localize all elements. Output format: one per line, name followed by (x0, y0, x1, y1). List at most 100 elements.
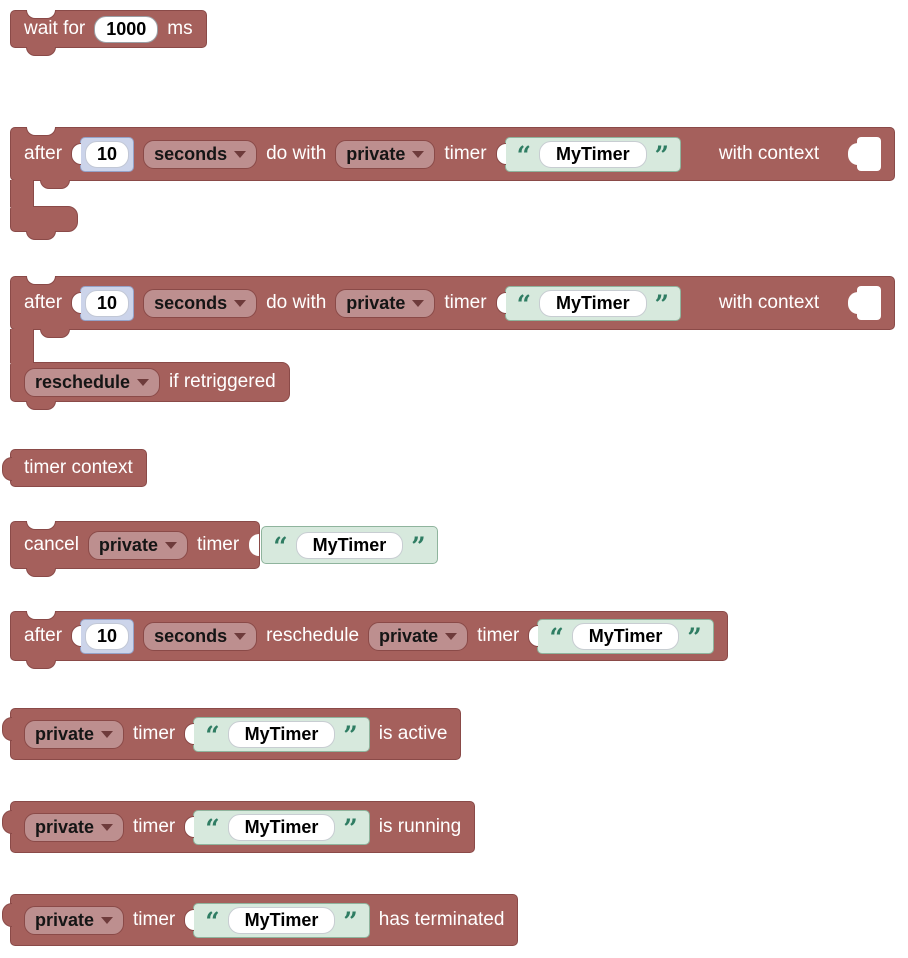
chevron-down-icon (101, 730, 114, 738)
timer-name-input: “ MyTimer ” (495, 285, 682, 321)
unit-dropdown-value: seconds (154, 292, 228, 313)
timer-name-input: “ MyTimer ” (528, 618, 714, 654)
timer-name-field[interactable]: MyTimer (295, 531, 404, 559)
statement-connector-bump (40, 180, 70, 189)
block-body[interactable]: cancel private timer (10, 521, 261, 577)
block-after-reschedule-timer[interactable]: after 10 seconds reschedule private time… (10, 611, 728, 669)
after-label: after (24, 143, 63, 164)
timer-name-input: “ MyTimer ” (495, 136, 682, 172)
timer-label: timer (133, 723, 176, 744)
block-cancel-timer[interactable]: cancel private timer “ MyTimer ” (10, 521, 438, 577)
chevron-down-icon (137, 378, 150, 386)
timer-name-field[interactable]: MyTimer (538, 289, 647, 317)
previous-connector-notch (26, 521, 56, 530)
scope-dropdown[interactable]: private (368, 621, 469, 651)
text-shadow-block[interactable]: “ MyTimer ” (193, 716, 370, 752)
next-connector-bump (26, 568, 56, 577)
delay-field[interactable]: 10 (85, 289, 130, 317)
text-shadow-block[interactable]: “ MyTimer ” (193, 902, 370, 938)
delay-field[interactable]: 10 (85, 622, 130, 650)
block-body[interactable]: after 10 seconds do with private timer “… (10, 276, 895, 330)
open-quote-icon: “ (549, 623, 564, 652)
scope-dropdown-value: private (346, 143, 406, 164)
number-shadow-block[interactable]: 10 (80, 285, 135, 321)
unit-dropdown-value: seconds (154, 625, 228, 646)
c-block-foot-row[interactable]: reschedule if retriggered (10, 362, 290, 410)
timer-name-field[interactable]: MyTimer (227, 813, 336, 841)
text-shadow-block[interactable]: “ MyTimer ” (537, 618, 714, 654)
after-label: after (24, 625, 63, 646)
number-shadow-block[interactable]: 10 (80, 618, 135, 654)
previous-connector-notch (26, 10, 56, 19)
timer-name-field[interactable]: MyTimer (538, 140, 647, 168)
duration-field[interactable]: 1000 (94, 15, 159, 43)
chevron-down-icon (234, 632, 247, 640)
scope-dropdown[interactable]: private (335, 288, 436, 318)
scope-dropdown[interactable]: private (87, 530, 188, 560)
scope-dropdown[interactable]: private (24, 719, 125, 749)
timer-label: timer (444, 143, 487, 164)
unit-dropdown[interactable]: seconds (143, 139, 258, 169)
block-after-timer-do[interactable]: after 10 seconds do with private timer “… (10, 127, 895, 240)
delay-input: 10 (71, 136, 135, 172)
scope-dropdown[interactable]: private (24, 812, 125, 842)
open-quote-icon: “ (205, 907, 220, 936)
value-input-socket (249, 534, 260, 556)
chevron-down-icon (412, 150, 425, 158)
text-shadow-block[interactable]: “ MyTimer ” (261, 526, 438, 564)
ms-label: ms (167, 18, 193, 39)
block-timer-context[interactable]: timer context (2, 449, 147, 487)
scope-dropdown-value: private (98, 534, 158, 555)
open-quote-icon: “ (205, 814, 220, 843)
timer-name-field[interactable]: MyTimer (571, 622, 680, 650)
c-block-spine (10, 180, 34, 208)
open-quote-icon: “ (273, 532, 288, 561)
block-body[interactable]: wait for 1000 ms (10, 10, 207, 56)
block-timer-has-terminated[interactable]: private timer “ MyTimer ” has terminated (2, 894, 519, 946)
unit-dropdown[interactable]: seconds (143, 621, 258, 651)
do-with-label: do with (266, 292, 327, 313)
timer-name-field[interactable]: MyTimer (227, 906, 336, 934)
chevron-down-icon (412, 299, 425, 307)
block-body[interactable]: timer context (2, 449, 147, 487)
statement-connector-bump (40, 329, 70, 338)
cancel-label: cancel (24, 534, 79, 555)
block-wait-for-ms[interactable]: wait for 1000 ms (10, 10, 207, 56)
next-connector-bump (26, 660, 56, 669)
retrigger-policy-dropdown[interactable]: reschedule (24, 367, 161, 397)
chevron-down-icon (234, 150, 247, 158)
output-connector-tab (2, 457, 12, 481)
scope-dropdown-value: private (35, 723, 95, 744)
state-label: is active (378, 723, 448, 744)
block-body[interactable]: private timer “ MyTimer ” has terminated (2, 894, 519, 946)
c-block-foot (10, 206, 78, 240)
number-shadow-block[interactable]: 10 (80, 136, 135, 172)
timer-label: timer (477, 625, 520, 646)
text-shadow-block[interactable]: “ MyTimer ” (504, 136, 682, 172)
scope-dropdown-value: private (35, 909, 95, 930)
text-shadow-block[interactable]: “ MyTimer ” (504, 285, 682, 321)
block-timer-is-running[interactable]: private timer “ MyTimer ” is running (2, 801, 476, 853)
block-after-timer-do-retrigger[interactable]: after 10 seconds do with private timer “… (10, 276, 895, 410)
context-value-socket[interactable] (848, 286, 881, 320)
next-connector-bump (26, 231, 56, 240)
block-body[interactable]: private timer “ MyTimer ” is active (2, 708, 462, 760)
timer-name-field[interactable]: MyTimer (227, 720, 336, 748)
scope-dropdown[interactable]: private (24, 905, 125, 935)
context-value-socket[interactable] (848, 137, 881, 171)
block-timer-is-active[interactable]: private timer “ MyTimer ” is active (2, 708, 462, 760)
value-plug (184, 723, 195, 745)
scope-dropdown[interactable]: private (335, 139, 436, 169)
timer-label: timer (444, 292, 487, 313)
close-quote-icon: ” (343, 721, 358, 750)
block-body[interactable]: after 10 seconds do with private timer “… (10, 127, 895, 181)
close-quote-icon: ” (654, 290, 670, 319)
block-body[interactable]: after 10 seconds reschedule private time… (10, 611, 728, 669)
state-label: is running (378, 816, 462, 837)
block-body[interactable]: private timer “ MyTimer ” is running (2, 801, 476, 853)
timer-label: timer (133, 909, 176, 930)
unit-dropdown[interactable]: seconds (143, 288, 258, 318)
delay-field[interactable]: 10 (85, 140, 130, 168)
with-context-label: with context (718, 292, 820, 313)
text-shadow-block[interactable]: “ MyTimer ” (193, 809, 370, 845)
